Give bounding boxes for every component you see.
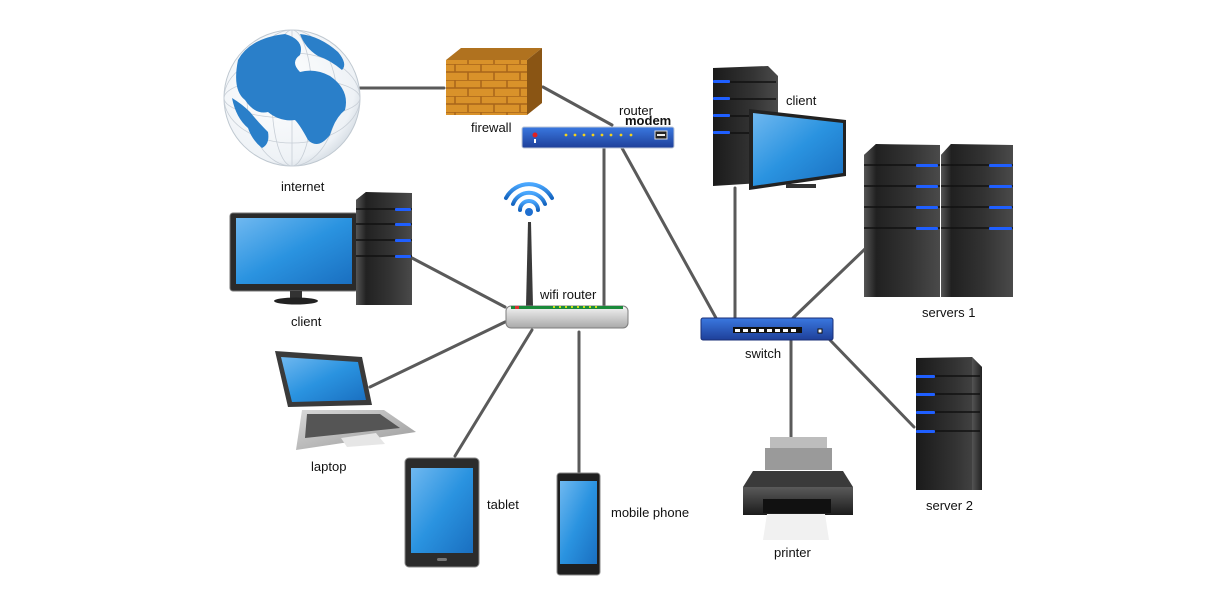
switch-node[interactable] — [700, 317, 834, 341]
server2-node[interactable] — [916, 357, 982, 490]
label-servers1: servers 1 — [922, 305, 976, 320]
cable-switch-servers1 — [791, 246, 868, 320]
client-left-node[interactable] — [229, 192, 412, 305]
printer-icon — [743, 437, 853, 540]
server-tower-icon — [941, 144, 1013, 297]
cables — [358, 85, 916, 474]
wifi-router-icon — [505, 222, 629, 329]
label-server2: server 2 — [926, 498, 973, 513]
cable-wifi-laptop — [368, 320, 507, 389]
firewall-node[interactable] — [446, 48, 542, 115]
label-router: router — [619, 103, 653, 118]
laptop-icon — [275, 351, 416, 450]
label-client-left: client — [291, 314, 322, 329]
label-switch: switch — [745, 346, 782, 361]
label-firewall: firewall — [471, 120, 512, 135]
desktop-computer-icon — [229, 212, 359, 305]
label-mobile-phone: mobile phone — [611, 505, 690, 520]
printer-node[interactable] — [743, 437, 853, 540]
cable-wifi-client — [410, 256, 507, 309]
network-switch-icon — [700, 317, 834, 341]
label-laptop: laptop — [311, 459, 347, 474]
label-internet: internet — [281, 179, 325, 194]
wifi-signal-icon — [504, 182, 554, 216]
label-client-top: client — [786, 93, 817, 108]
cable-router-switch — [620, 146, 718, 320]
label-printer: printer — [774, 545, 811, 560]
cable-switch-server2 — [828, 338, 916, 429]
desktop-computer-icon — [749, 109, 846, 190]
laptop-node[interactable] — [275, 351, 416, 450]
tablet-node[interactable] — [404, 457, 480, 568]
router-modem-icon — [521, 126, 675, 149]
server-tower-icon — [356, 192, 412, 305]
cable-firewall-router — [541, 85, 614, 127]
brick-wall-icon — [446, 48, 542, 115]
wifi-router-node[interactable] — [504, 182, 629, 329]
label-modem: modem — [625, 113, 672, 128]
globe-icon — [223, 29, 361, 167]
router-modem-node[interactable] — [521, 126, 675, 149]
tablet-icon — [404, 457, 480, 568]
server-tower-icon — [864, 144, 940, 297]
client-top-node[interactable] — [713, 66, 846, 190]
cable-wifi-tablet — [453, 328, 534, 458]
server-tower-icon — [916, 357, 982, 490]
label-tablet: tablet — [487, 497, 519, 512]
mobile-phone-icon — [556, 472, 601, 576]
servers1-node[interactable] — [864, 144, 1013, 297]
internet-node[interactable] — [223, 29, 361, 167]
mobile-phone-node[interactable] — [556, 472, 601, 576]
label-wifi-router: wifi router — [540, 287, 597, 302]
